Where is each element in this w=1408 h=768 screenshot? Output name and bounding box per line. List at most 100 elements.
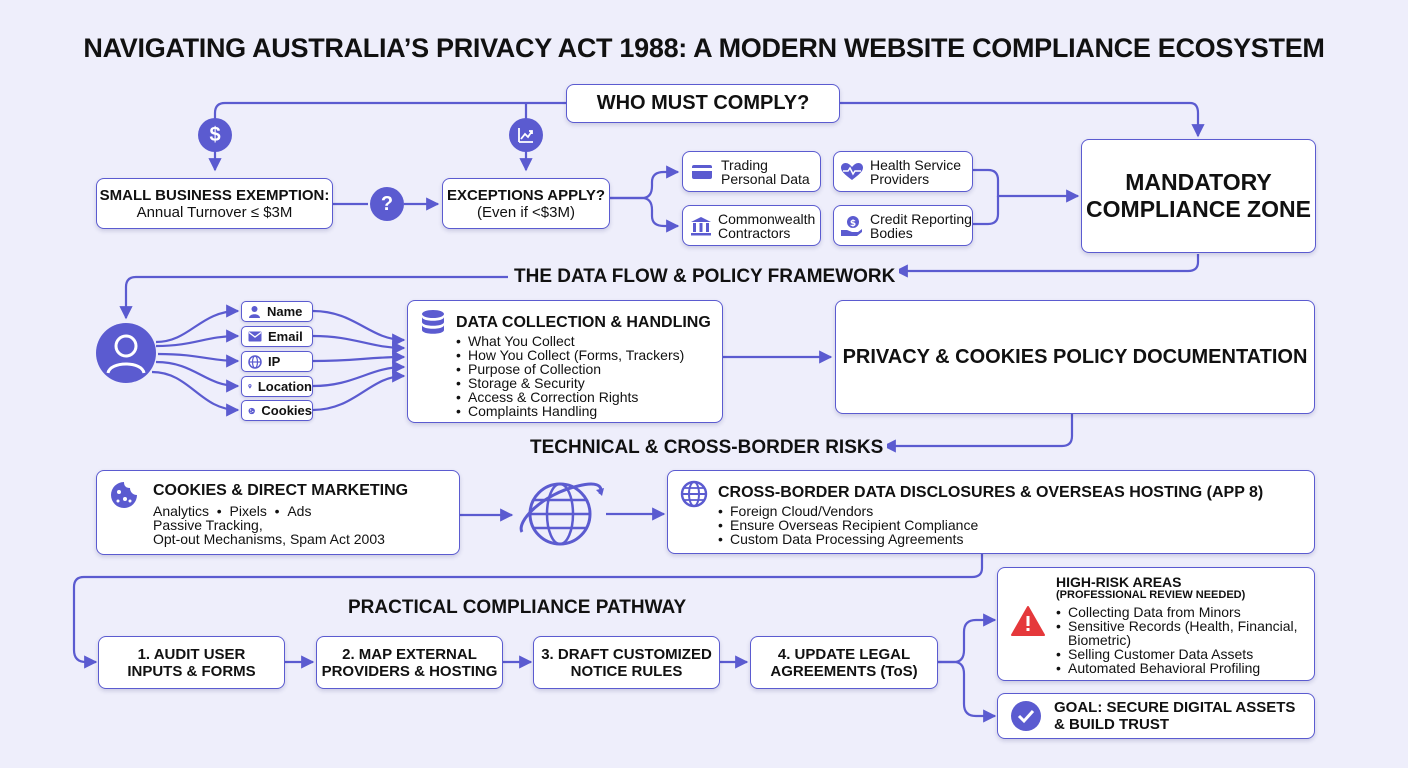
cookie-small-icon bbox=[248, 407, 255, 414]
list-item: What You Collect bbox=[456, 334, 684, 348]
exceptions-box: EXCEPTIONS APPLY? (Even if <$3M) bbox=[442, 178, 610, 229]
input-pill-location: Location bbox=[241, 376, 313, 397]
data-collection-heading: DATA COLLECTION & HANDLING bbox=[456, 314, 711, 331]
list-item: Automated Behavioral Profiling bbox=[1056, 661, 1306, 675]
input-label: Location bbox=[257, 379, 312, 394]
mandatory-line2: COMPLIANCE ZONE bbox=[1086, 196, 1311, 222]
section-pathway: PRACTICAL COMPLIANCE PATHWAY bbox=[348, 597, 687, 618]
svg-text:$: $ bbox=[850, 219, 856, 229]
envelope-icon bbox=[248, 331, 262, 342]
list-item: Selling Customer Data Assets bbox=[1056, 647, 1306, 661]
step-4-box: 4. UPDATE LEGAL AGREEMENTS (ToS) bbox=[750, 636, 938, 689]
cookies-line2: Passive Tracking, bbox=[153, 517, 263, 533]
list-item: Purpose of Collection bbox=[456, 362, 684, 376]
tracking-item: Ads bbox=[287, 503, 312, 519]
cookie-icon bbox=[111, 482, 137, 508]
cross-border-list: Foreign Cloud/Vendors Ensure Overseas Re… bbox=[718, 504, 978, 546]
step-3-box: 3. DRAFT CUSTOMIZED NOTICE RULES bbox=[533, 636, 720, 689]
mandatory-line1: MANDATORY bbox=[1125, 169, 1272, 195]
small-business-detail: Annual Turnover ≤ $3M bbox=[136, 203, 293, 221]
goal-line2: & BUILD TRUST bbox=[1054, 716, 1169, 733]
cookies-marketing-box: COOKIES & DIRECT MARKETING Analytics • P… bbox=[96, 470, 460, 555]
input-pill-ip: IP bbox=[241, 351, 313, 372]
list-item: Ensure Overseas Recipient Compliance bbox=[718, 518, 978, 532]
step-line2: AGREEMENTS (ToS) bbox=[770, 662, 918, 680]
cookies-line3: Opt-out Mechanisms, Spam Act 2003 bbox=[153, 531, 385, 547]
step-line1: 2. MAP EXTERNAL bbox=[342, 645, 477, 663]
high-risk-subheading: (PROFESSIONAL REVIEW NEEDED) bbox=[1056, 589, 1246, 601]
step-2-box: 2. MAP EXTERNAL PROVIDERS & HOSTING bbox=[316, 636, 503, 689]
input-label: Name bbox=[267, 304, 303, 319]
high-risk-box: HIGH-RISK AREAS (PROFESSIONAL REVIEW NEE… bbox=[997, 567, 1315, 681]
section-data-flow: THE DATA FLOW & POLICY FRAMEWORK bbox=[510, 266, 900, 288]
privacy-policy-label: PRIVACY & COOKIES POLICY DOCUMENTATION bbox=[842, 345, 1308, 368]
input-pill-email: Email bbox=[241, 326, 313, 347]
who-must-comply-label: WHO MUST COMPLY? bbox=[596, 92, 810, 114]
person-icon bbox=[249, 306, 260, 318]
data-collection-list: What You Collect How You Collect (Forms,… bbox=[456, 334, 684, 418]
privacy-policy-box: PRIVACY & COOKIES POLICY DOCUMENTATION bbox=[835, 300, 1315, 414]
cookies-tracking-types: Analytics • Pixels • Ads bbox=[153, 504, 311, 518]
tracking-item: Analytics bbox=[153, 503, 210, 519]
list-item: Custom Data Processing Agreements bbox=[718, 532, 978, 546]
credit-card-icon bbox=[692, 164, 712, 179]
entity-line2: Personal Data bbox=[721, 170, 810, 187]
entity-line2: Providers bbox=[870, 170, 930, 187]
step-line2: INPUTS & FORMS bbox=[127, 662, 256, 680]
page-title: NAVIGATING AUSTRALIA’S PRIVACY ACT 1988:… bbox=[83, 33, 1325, 63]
input-label: Cookies bbox=[261, 403, 312, 418]
small-business-heading: SMALL BUSINESS EXEMPTION: bbox=[99, 186, 330, 204]
goal-line1: GOAL: SECURE DIGITAL ASSETS bbox=[1054, 699, 1296, 716]
bullet-separator: • bbox=[209, 503, 230, 519]
user-avatar-icon bbox=[96, 323, 156, 383]
entity-line1: Credit Reporting bbox=[870, 210, 972, 227]
globe-orbit-icon bbox=[519, 482, 604, 546]
step-line2: NOTICE RULES bbox=[570, 662, 683, 680]
cross-border-heading: CROSS-BORDER DATA DISCLOSURES & OVERSEAS… bbox=[718, 484, 1264, 501]
step-line2: PROVIDERS & HOSTING bbox=[321, 662, 498, 680]
warning-icon bbox=[1011, 606, 1045, 636]
entity-line1: Trading bbox=[721, 156, 768, 173]
heart-pulse-icon bbox=[841, 162, 863, 180]
globe-small-icon bbox=[248, 354, 262, 369]
goal-box: GOAL: SECURE DIGITAL ASSETS & BUILD TRUS… bbox=[997, 693, 1315, 739]
question-icon: ? bbox=[370, 187, 404, 221]
input-label: IP bbox=[268, 354, 281, 369]
growth-chart-icon bbox=[509, 118, 543, 152]
entity-line1: Commonwealth bbox=[718, 210, 816, 227]
high-risk-heading: HIGH-RISK AREAS bbox=[1056, 574, 1182, 590]
mandatory-compliance-zone-box: MANDATORY COMPLIANCE ZONE bbox=[1081, 139, 1316, 253]
list-item: Sensitive Records (Health, Financial, Bi… bbox=[1056, 619, 1306, 647]
entity-line2: Bodies bbox=[870, 224, 913, 241]
building-icon bbox=[691, 216, 711, 235]
location-pin-icon bbox=[248, 384, 252, 389]
bullet-separator: • bbox=[266, 503, 288, 519]
dollar-icon: $ bbox=[198, 118, 232, 152]
step-line1: 4. UPDATE LEGAL bbox=[777, 645, 911, 663]
money-hand-icon: $ bbox=[841, 215, 862, 236]
list-item: Access & Correction Rights bbox=[456, 390, 684, 404]
input-pill-name: Name bbox=[241, 301, 313, 322]
entity-line1: Health Service bbox=[870, 156, 962, 173]
high-risk-list: Collecting Data from Minors Sensitive Re… bbox=[1056, 605, 1306, 675]
input-label: Email bbox=[268, 329, 303, 344]
step-line1: 1. AUDIT USER bbox=[137, 645, 246, 663]
globe-icon bbox=[680, 480, 708, 508]
list-item: Storage & Security bbox=[456, 376, 684, 390]
exceptions-detail: (Even if <$3M) bbox=[477, 203, 575, 221]
list-item: How You Collect (Forms, Trackers) bbox=[456, 348, 684, 362]
exceptions-heading: EXCEPTIONS APPLY? bbox=[446, 186, 606, 204]
cookies-heading: COOKIES & DIRECT MARKETING bbox=[153, 482, 409, 499]
who-must-comply-box: WHO MUST COMPLY? bbox=[566, 84, 840, 123]
entity-line2: Contractors bbox=[718, 224, 791, 241]
data-collection-box: DATA COLLECTION & HANDLING What You Coll… bbox=[407, 300, 723, 423]
tracking-item: Pixels bbox=[229, 503, 267, 519]
list-item: Foreign Cloud/Vendors bbox=[718, 504, 978, 518]
list-item: Complaints Handling bbox=[456, 404, 684, 418]
step-line1: 3. DRAFT CUSTOMIZED bbox=[541, 645, 712, 663]
